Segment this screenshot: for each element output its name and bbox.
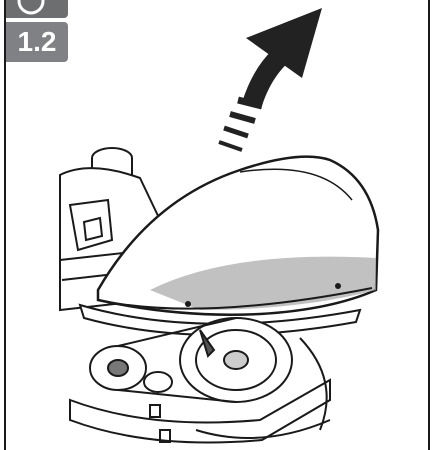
curved-up-arrow-icon: [218, 8, 322, 152]
circle-outline-icon: [17, 0, 45, 15]
step-number-badge: 1.2: [6, 22, 68, 62]
frame-right-border: [428, 0, 430, 450]
belt-guard-cover: [78, 155, 380, 337]
circle-outline-badge: [6, 0, 68, 18]
pulley-assembly: [89, 317, 293, 403]
mower-deck: [69, 337, 331, 444]
frame-left-border: [4, 0, 6, 450]
